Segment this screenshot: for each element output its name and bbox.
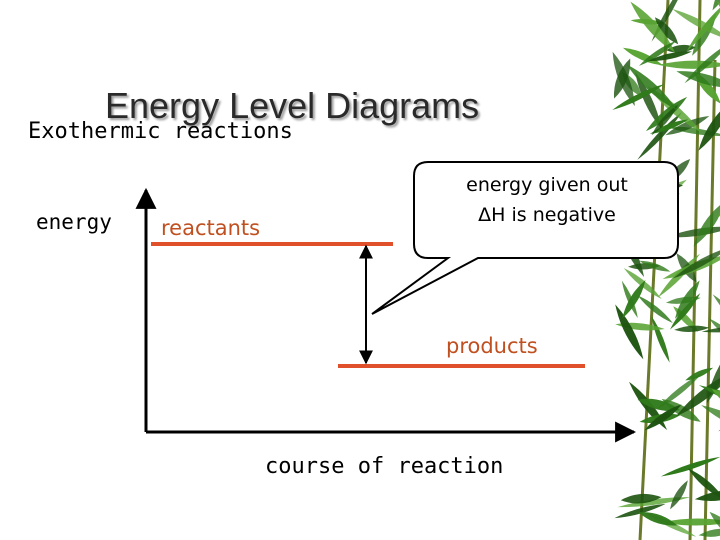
bamboo-leaf — [648, 51, 692, 61]
bamboo-leaf — [651, 104, 679, 136]
bamboo-leaf — [673, 247, 720, 279]
x-axis-label: course of reaction — [265, 454, 504, 479]
bamboo-leaf — [626, 64, 678, 111]
bamboo-leaf — [620, 493, 662, 504]
bamboo-leaf — [639, 260, 671, 272]
bamboo-leaf — [622, 279, 646, 319]
bamboo-leaf — [670, 480, 688, 510]
callout-text: energy given out ΔH is negative — [418, 170, 676, 230]
page-title: Energy Level Diagrams — [105, 85, 480, 126]
bamboo-leaf — [698, 100, 720, 151]
bamboo-leaf — [672, 9, 720, 40]
bamboo-leaf — [674, 325, 710, 332]
bamboo-leaf — [622, 47, 663, 66]
bamboo-leaf — [630, 1, 676, 53]
bamboo-leaf — [617, 497, 691, 508]
bamboo-leaf — [670, 293, 701, 330]
callout-line-energy: energy given out — [466, 174, 628, 196]
bamboo-leaf — [649, 119, 689, 134]
callout-line-delta-h: ΔH is negative — [478, 204, 616, 226]
bamboo-leaf — [635, 72, 662, 130]
reactants-label: reactants — [161, 216, 261, 240]
bamboo-leaf — [638, 512, 678, 526]
y-axis-label: energy — [36, 210, 112, 234]
bamboo-leaf — [637, 295, 673, 324]
bamboo-leaf — [685, 367, 714, 381]
bamboo-leaf — [644, 404, 682, 431]
bamboo-leaf — [686, 2, 720, 52]
bamboo-leaf — [688, 468, 720, 501]
bamboo-leaf — [637, 398, 681, 411]
callout-bubble — [371, 161, 679, 315]
products-label: products — [446, 334, 538, 358]
bamboo-leaf — [660, 456, 720, 477]
bamboo-leaf — [665, 115, 710, 136]
bamboo-leaf — [698, 528, 720, 537]
bamboo-leaf — [614, 503, 666, 519]
bamboo-leaf — [676, 71, 720, 88]
bamboo-leaf — [615, 304, 644, 360]
bamboo-leaf — [675, 280, 700, 319]
bamboo-leaf — [701, 405, 720, 435]
bamboo-leaf — [693, 201, 720, 247]
bamboo-leaf — [654, 17, 679, 45]
bamboo-leaf — [709, 511, 720, 540]
bamboo-stem — [638, 0, 670, 540]
bamboo-leaf — [708, 318, 720, 350]
page-subtitle: Exothermic reactions — [28, 119, 293, 144]
bamboo-leaf — [612, 84, 665, 110]
bamboo-leaf — [612, 51, 635, 107]
bamboo-leaf — [701, 326, 720, 333]
bamboo-leaf — [712, 0, 720, 11]
bamboo-leaf — [639, 40, 676, 66]
